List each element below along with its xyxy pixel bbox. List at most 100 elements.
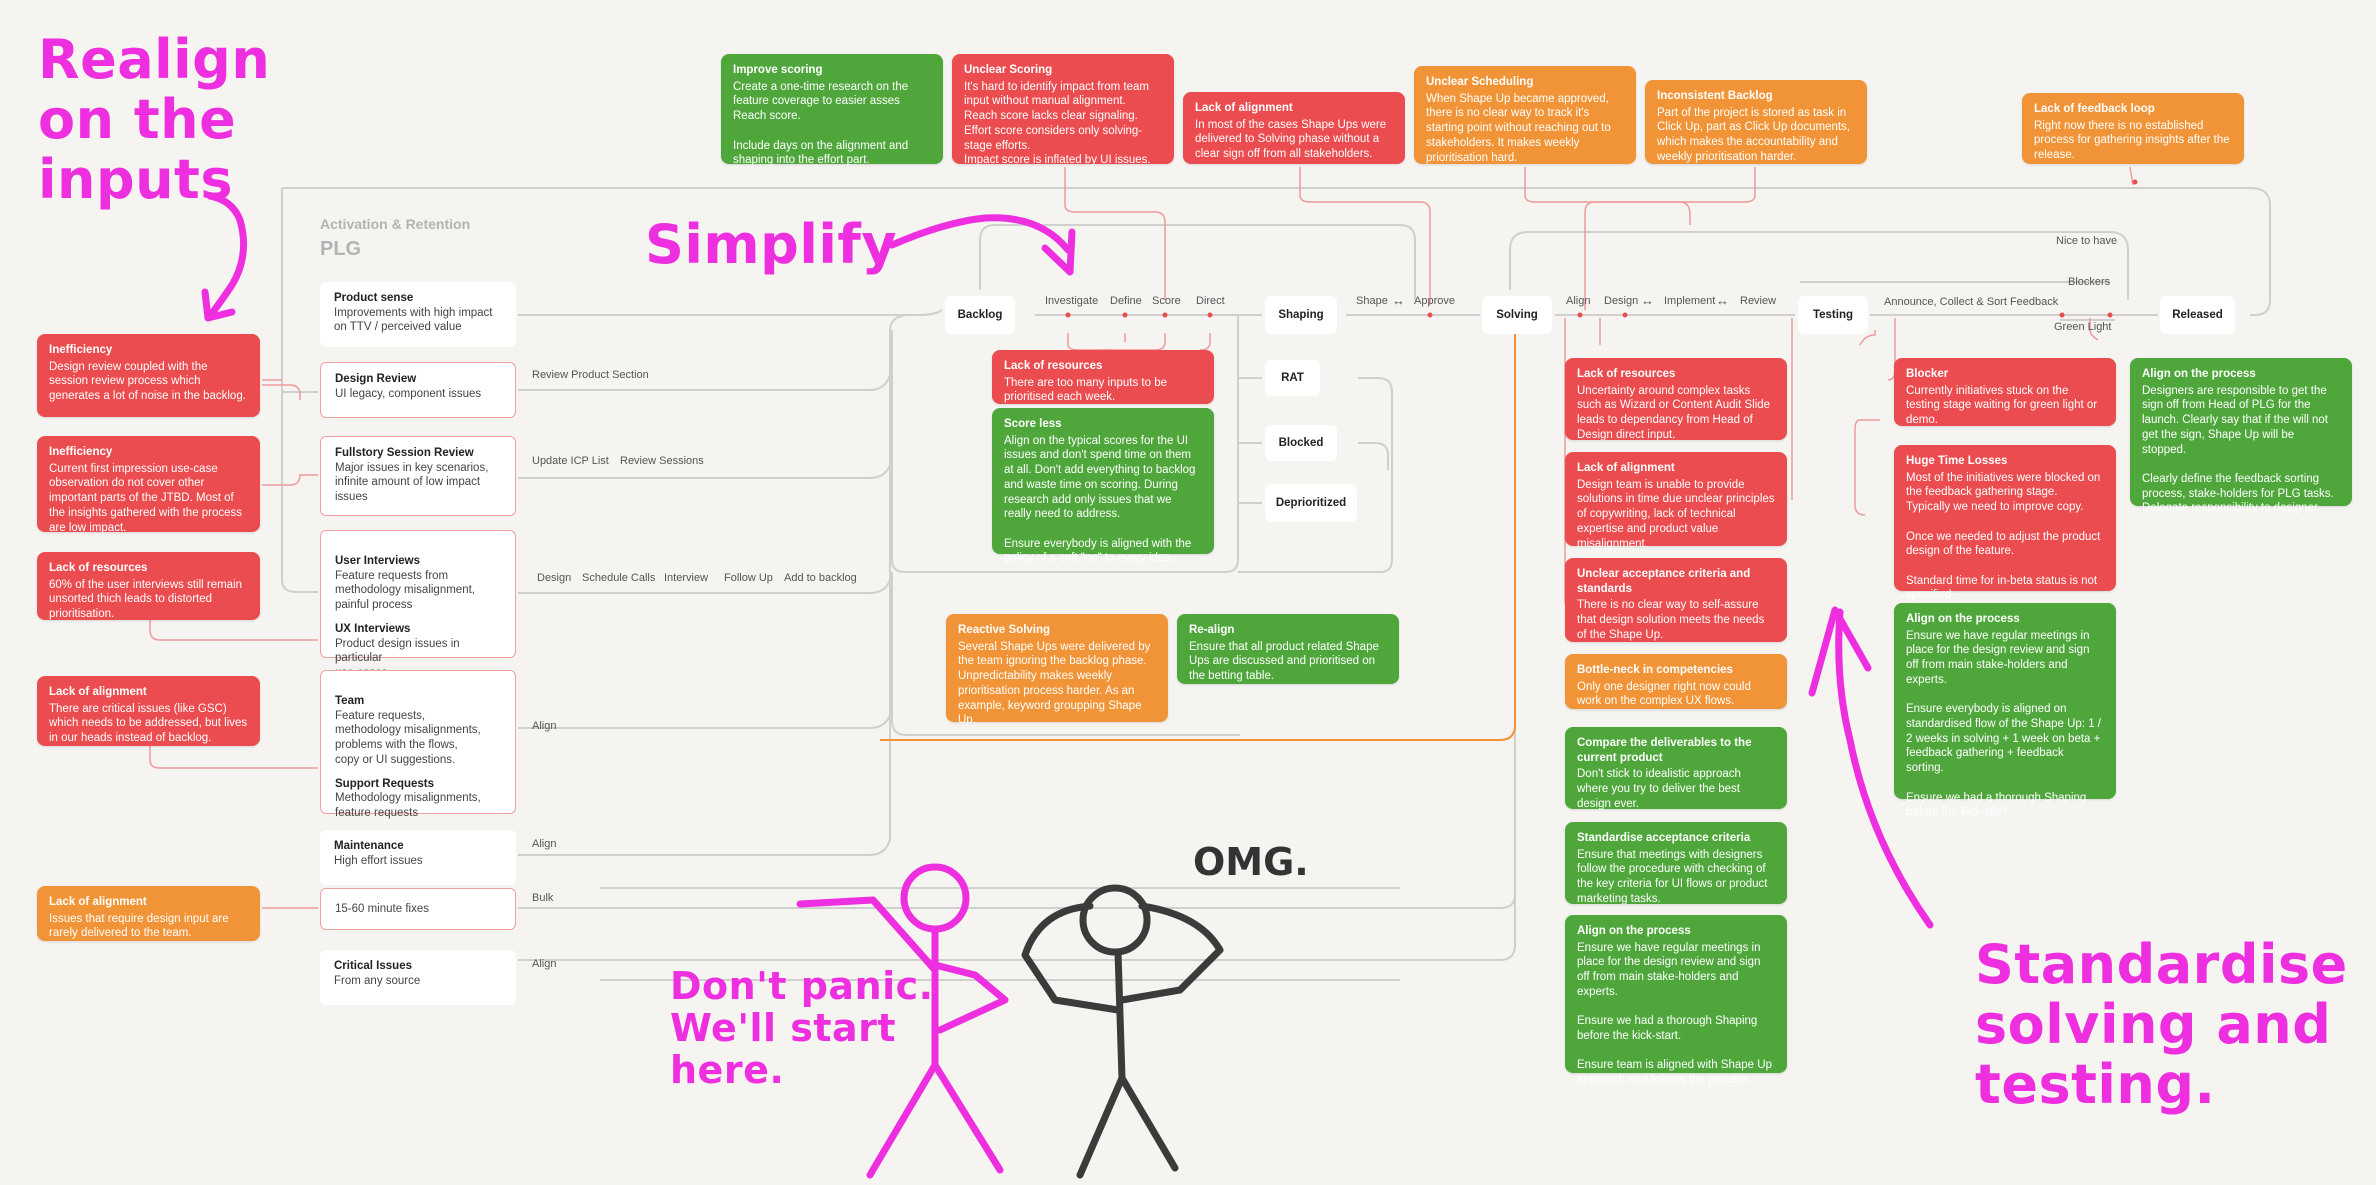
card-body: Right now there is no established proces… <box>2034 119 2230 162</box>
card-re-align: Re-align Ensure that all product related… <box>1177 614 1399 684</box>
label-align-maintenance: Align <box>532 838 557 850</box>
label-design: Design <box>537 572 572 584</box>
card-test-huge-losses: Huge Time Losses Most of the initiatives… <box>1894 445 2116 601</box>
card-unclear-scoring: Unclear Scoring It's hard to identify im… <box>952 54 1174 166</box>
card-body: Create a one-time research on the featur… <box>733 80 909 167</box>
card-solve-align-process: Align on the process Ensure we have regu… <box>1565 915 1787 1086</box>
card-solve-compare: Compare the deliverables to the current … <box>1565 727 1787 810</box>
card-body: There are too many inputs to be prioriti… <box>1004 376 1168 404</box>
input-sub: Improvements with high impact on TTV / p… <box>334 306 493 334</box>
input-interviews[interactable]: User Interviews Feature requests from me… <box>320 530 516 679</box>
label-review: Review <box>1740 295 1777 307</box>
card-title: Lack of resources <box>1004 360 1103 372</box>
stage-backlog[interactable]: Backlog <box>945 296 1015 334</box>
card-title: Align on the process <box>1577 925 1691 937</box>
card-solve-lack-alignment: Lack of alignment Design team is unable … <box>1565 452 1787 550</box>
card-body: Design team is unable to provide solutio… <box>1577 478 1775 550</box>
label-align-team: Align <box>532 720 557 732</box>
label-blockers: Blockers <box>2068 276 2111 288</box>
label-review-product-section: Review Product Section <box>532 369 649 381</box>
card-body: Issues that require design input are rar… <box>49 912 229 940</box>
label-bulk: Bulk <box>532 892 554 904</box>
card-body: In most of the cases Shape Ups were deli… <box>1195 118 1387 161</box>
card-solve-standardise: Standardise acceptance criteria Ensure t… <box>1565 822 1787 905</box>
card-solve-lack-resources: Lack of resources Uncertainty around com… <box>1565 358 1787 441</box>
input-title: Product sense <box>334 292 414 304</box>
input-fullstory-review[interactable]: Fullstory Session Review Major issues in… <box>320 436 516 516</box>
card-title: Huge Time Losses <box>1906 455 2008 467</box>
label-score: Score <box>1152 295 1181 307</box>
input-team-support[interactable]: Team Feature requests, methodology misal… <box>320 670 516 819</box>
card-body: Don't stick to idealistic approach where… <box>1577 768 1741 810</box>
card-body: It's hard to identify impact from team i… <box>964 80 1151 167</box>
label-announce: Announce, Collect & Sort Feedback <box>1884 296 2059 308</box>
card-left-lack-alignment: Lack of alignment There are critical iss… <box>37 676 260 746</box>
card-title: Lack of alignment <box>1195 102 1293 114</box>
input-critical-issues[interactable]: Critical Issues From any source <box>320 950 516 1005</box>
card-title: Inconsistent Backlog <box>1657 90 1773 102</box>
card-left-inefficiency-2: Inefficiency Current first impression us… <box>37 436 260 534</box>
card-title: Lack of alignment <box>49 896 147 908</box>
annotation-standardise: Standardise solving and testing. <box>1975 933 2348 1116</box>
stage-blocked[interactable]: Blocked <box>1265 425 1337 461</box>
card-title: Bottle-neck in competencies <box>1577 664 1733 676</box>
label-align-critical: Align <box>532 958 557 970</box>
card-title: Lack of resources <box>1577 368 1676 380</box>
card-title: Standardise acceptance criteria <box>1577 832 1751 844</box>
arrow-implement-review: ↔ <box>1716 293 1729 308</box>
card-title: Blocker <box>1906 368 1949 380</box>
label-follow-up: Follow Up <box>724 572 773 584</box>
annotation-simplify: Simplify <box>645 213 898 276</box>
stage-rat[interactable]: RAT <box>1265 360 1320 396</box>
card-body: Designers are responsible to get the sig… <box>2142 384 2334 515</box>
card-body: When Shape Up became approved, there is … <box>1426 92 1611 164</box>
annotation-dont-panic: Don't panic. We'll start here. <box>670 964 934 1092</box>
label-implement: Implement <box>1664 295 1716 307</box>
card-title: Reactive Solving <box>958 624 1051 636</box>
card-body: Ensure that all product related Shape Up… <box>1189 640 1379 683</box>
label-align-solving: Align <box>1566 295 1591 307</box>
stage-shaping[interactable]: Shaping <box>1265 296 1337 334</box>
label-investigate: Investigate <box>1045 295 1099 307</box>
card-title: Score less <box>1004 418 1062 430</box>
input-sub: From any source <box>334 974 421 987</box>
input-title-2: UX Interviews <box>335 622 411 635</box>
card-score-less: Score less Align on the typical scores f… <box>992 408 1214 564</box>
label-shape: Shape <box>1356 295 1388 307</box>
card-test-align-process: Align on the process Ensure we have regu… <box>1894 603 2116 818</box>
card-body: Uncertainty around complex tasks such as… <box>1577 384 1771 441</box>
card-body: 60% of the user interviews still remain … <box>49 578 243 621</box>
card-body: There is no clear way to self-assure tha… <box>1577 599 1765 641</box>
card-title: Compare the deliverables to the current … <box>1577 737 1752 764</box>
input-title: Fullstory Session Review <box>335 447 474 459</box>
input-title: Maintenance <box>334 840 404 852</box>
input-title-2: Support Requests <box>335 777 435 790</box>
input-sub: High effort issues <box>334 854 423 867</box>
input-quick-fixes[interactable]: 15-60 minute fixes <box>320 888 516 930</box>
input-product-sense[interactable]: Product sense Improvements with high imp… <box>320 282 516 347</box>
card-body: There are critical issues (like GSC) whi… <box>49 702 248 745</box>
input-sub: Major issues in key scenarios, infinite … <box>335 461 489 504</box>
card-feedback-loop: Lack of feedback loop Right now there is… <box>2022 93 2244 164</box>
arrow-shape-approve: ↔ <box>1392 293 1405 308</box>
card-mid-lack-resources: Lack of resources There are too many inp… <box>992 350 1214 404</box>
card-title: Align on the process <box>2142 368 2256 380</box>
label-schedule-calls: Schedule Calls <box>582 572 656 584</box>
card-title: Inefficiency <box>49 344 113 356</box>
card-left-lack-resources: Lack of resources 60% of the user interv… <box>37 552 260 620</box>
annotation-omg: OMG. <box>1193 840 1309 884</box>
card-solve-bottleneck: Bottle-neck in competencies Only one des… <box>1565 654 1787 709</box>
input-title: Design Review <box>335 373 417 385</box>
card-title: Inefficiency <box>49 446 113 458</box>
card-release-align-process: Align on the process Designers are respo… <box>2130 358 2352 514</box>
card-title: Unclear Scoring <box>964 64 1053 76</box>
stage-testing[interactable]: Testing <box>1798 296 1868 334</box>
card-body: Design review coupled with the session r… <box>49 360 246 403</box>
input-maintenance[interactable]: Maintenance High effort issues <box>320 830 516 885</box>
stage-solving[interactable]: Solving <box>1482 296 1552 334</box>
stage-released[interactable]: Released <box>2160 296 2235 334</box>
input-design-review[interactable]: Design Review UI legacy, component issue… <box>320 362 516 418</box>
stage-deprioritized[interactable]: Deprioritized <box>1265 484 1357 522</box>
input-title: User Interviews <box>335 555 421 567</box>
input-title: Critical Issues <box>334 960 412 972</box>
